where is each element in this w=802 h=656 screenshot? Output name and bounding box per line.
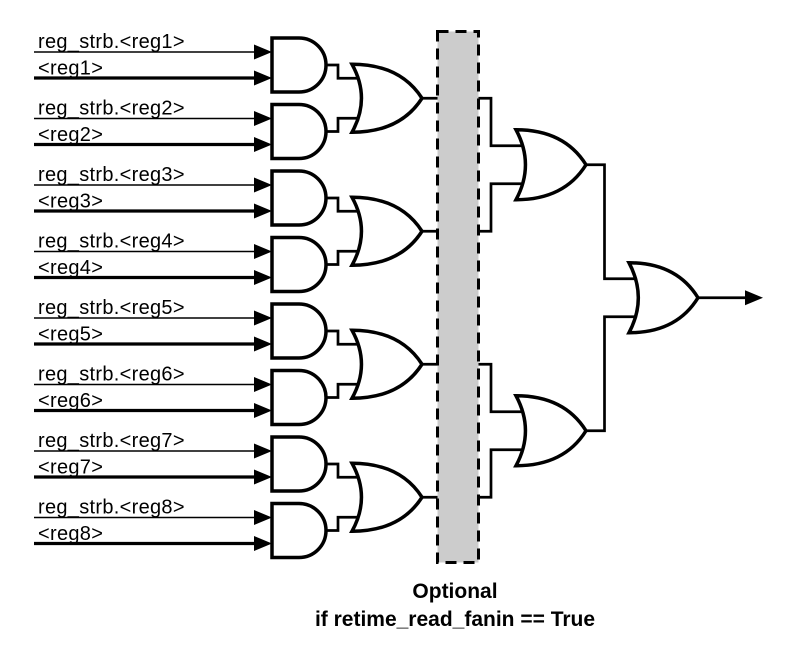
and-gate-1 xyxy=(270,36,328,94)
input-arrowhead-value-4 xyxy=(254,270,272,285)
input-label-value-4: <reg4> xyxy=(38,257,103,279)
input-label-strobe-3: reg_strb.<reg3> xyxy=(38,164,185,186)
optional-retime-box xyxy=(436,30,480,564)
input-label-strobe-6: reg_strb.<reg6> xyxy=(38,364,185,386)
wire-and4-to-or xyxy=(326,249,370,266)
input-label-value-1: <reg1> xyxy=(38,58,103,80)
wire-and1-to-or xyxy=(326,63,370,80)
input-label-value-3: <reg3> xyxy=(38,191,103,213)
input-arrowhead-strobe-1 xyxy=(254,44,272,60)
or-gate-stage3-1 xyxy=(513,127,589,202)
or-gate-stage2-3 xyxy=(349,328,425,401)
input-arrowhead-value-8 xyxy=(254,536,272,551)
wire-or3-2-to-final xyxy=(586,315,642,433)
input-arrowhead-strobe-7 xyxy=(254,443,272,459)
input-arrowhead-strobe-5 xyxy=(254,310,272,326)
input-arrowhead-strobe-8 xyxy=(254,510,272,525)
or-gate-stage2-2 xyxy=(349,195,425,268)
input-arrowhead-strobe-2 xyxy=(254,111,272,126)
input-label-strobe-4: reg_strb.<reg4> xyxy=(38,231,185,253)
output-arrowhead xyxy=(745,290,763,306)
input-arrowhead-strobe-3 xyxy=(254,177,272,193)
and-gate-7 xyxy=(270,435,328,493)
wire-and6-to-or xyxy=(326,382,370,399)
or-gate-stage2-4 xyxy=(349,461,425,534)
and-gate-4 xyxy=(270,235,328,294)
input-arrowhead-strobe-6 xyxy=(254,377,272,392)
wire-and8-to-or xyxy=(326,515,370,532)
input-arrowhead-value-2 xyxy=(254,137,272,152)
or-gate-final xyxy=(626,260,701,335)
wire-and2-to-or xyxy=(326,116,370,133)
input-arrowhead-value-7 xyxy=(254,469,272,485)
input-label-value-2: <reg2> xyxy=(38,124,103,146)
gates-layer xyxy=(270,36,701,560)
input-arrowhead-value-3 xyxy=(254,203,272,219)
and-gate-8 xyxy=(270,501,328,560)
input-label-strobe-2: reg_strb.<reg2> xyxy=(38,98,185,120)
input-label-value-5: <reg5> xyxy=(38,324,103,346)
input-arrowhead-value-5 xyxy=(254,336,272,352)
input-label-strobe-7: reg_strb.<reg7> xyxy=(38,430,185,452)
and-gate-5 xyxy=(270,302,328,360)
and-gate-6 xyxy=(270,368,328,427)
input-label-strobe-1: reg_strb.<reg1> xyxy=(38,31,185,53)
and-gate-3 xyxy=(270,169,328,227)
wire-or3-1-to-final xyxy=(586,163,642,281)
input-label-value-7: <reg7> xyxy=(38,457,103,479)
wire-and3-to-or xyxy=(326,196,370,213)
input-arrowhead-value-6 xyxy=(254,403,272,418)
or-gate-stage2-1 xyxy=(349,62,425,135)
and-gate-2 xyxy=(270,102,328,161)
input-labels-layer: reg_strb.<reg1> <reg1> reg_strb.<reg2> <reg… xyxy=(38,31,185,545)
input-label-value-8: <reg8> xyxy=(38,523,103,545)
input-label-strobe-5: reg_strb.<reg5> xyxy=(38,297,185,319)
input-arrowhead-value-1 xyxy=(254,70,272,86)
input-arrowhead-strobe-4 xyxy=(254,244,272,259)
caption-line2: if retime_read_fanin == True xyxy=(315,608,595,631)
input-label-strobe-8: reg_strb.<reg8> xyxy=(38,497,185,519)
input-label-value-6: <reg6> xyxy=(38,390,103,412)
wire-and7-to-or xyxy=(326,462,370,479)
wire-and5-to-or xyxy=(326,329,370,346)
caption-line1: Optional xyxy=(412,580,497,603)
wires-layer xyxy=(34,44,763,551)
or-gate-stage3-2 xyxy=(513,393,589,468)
